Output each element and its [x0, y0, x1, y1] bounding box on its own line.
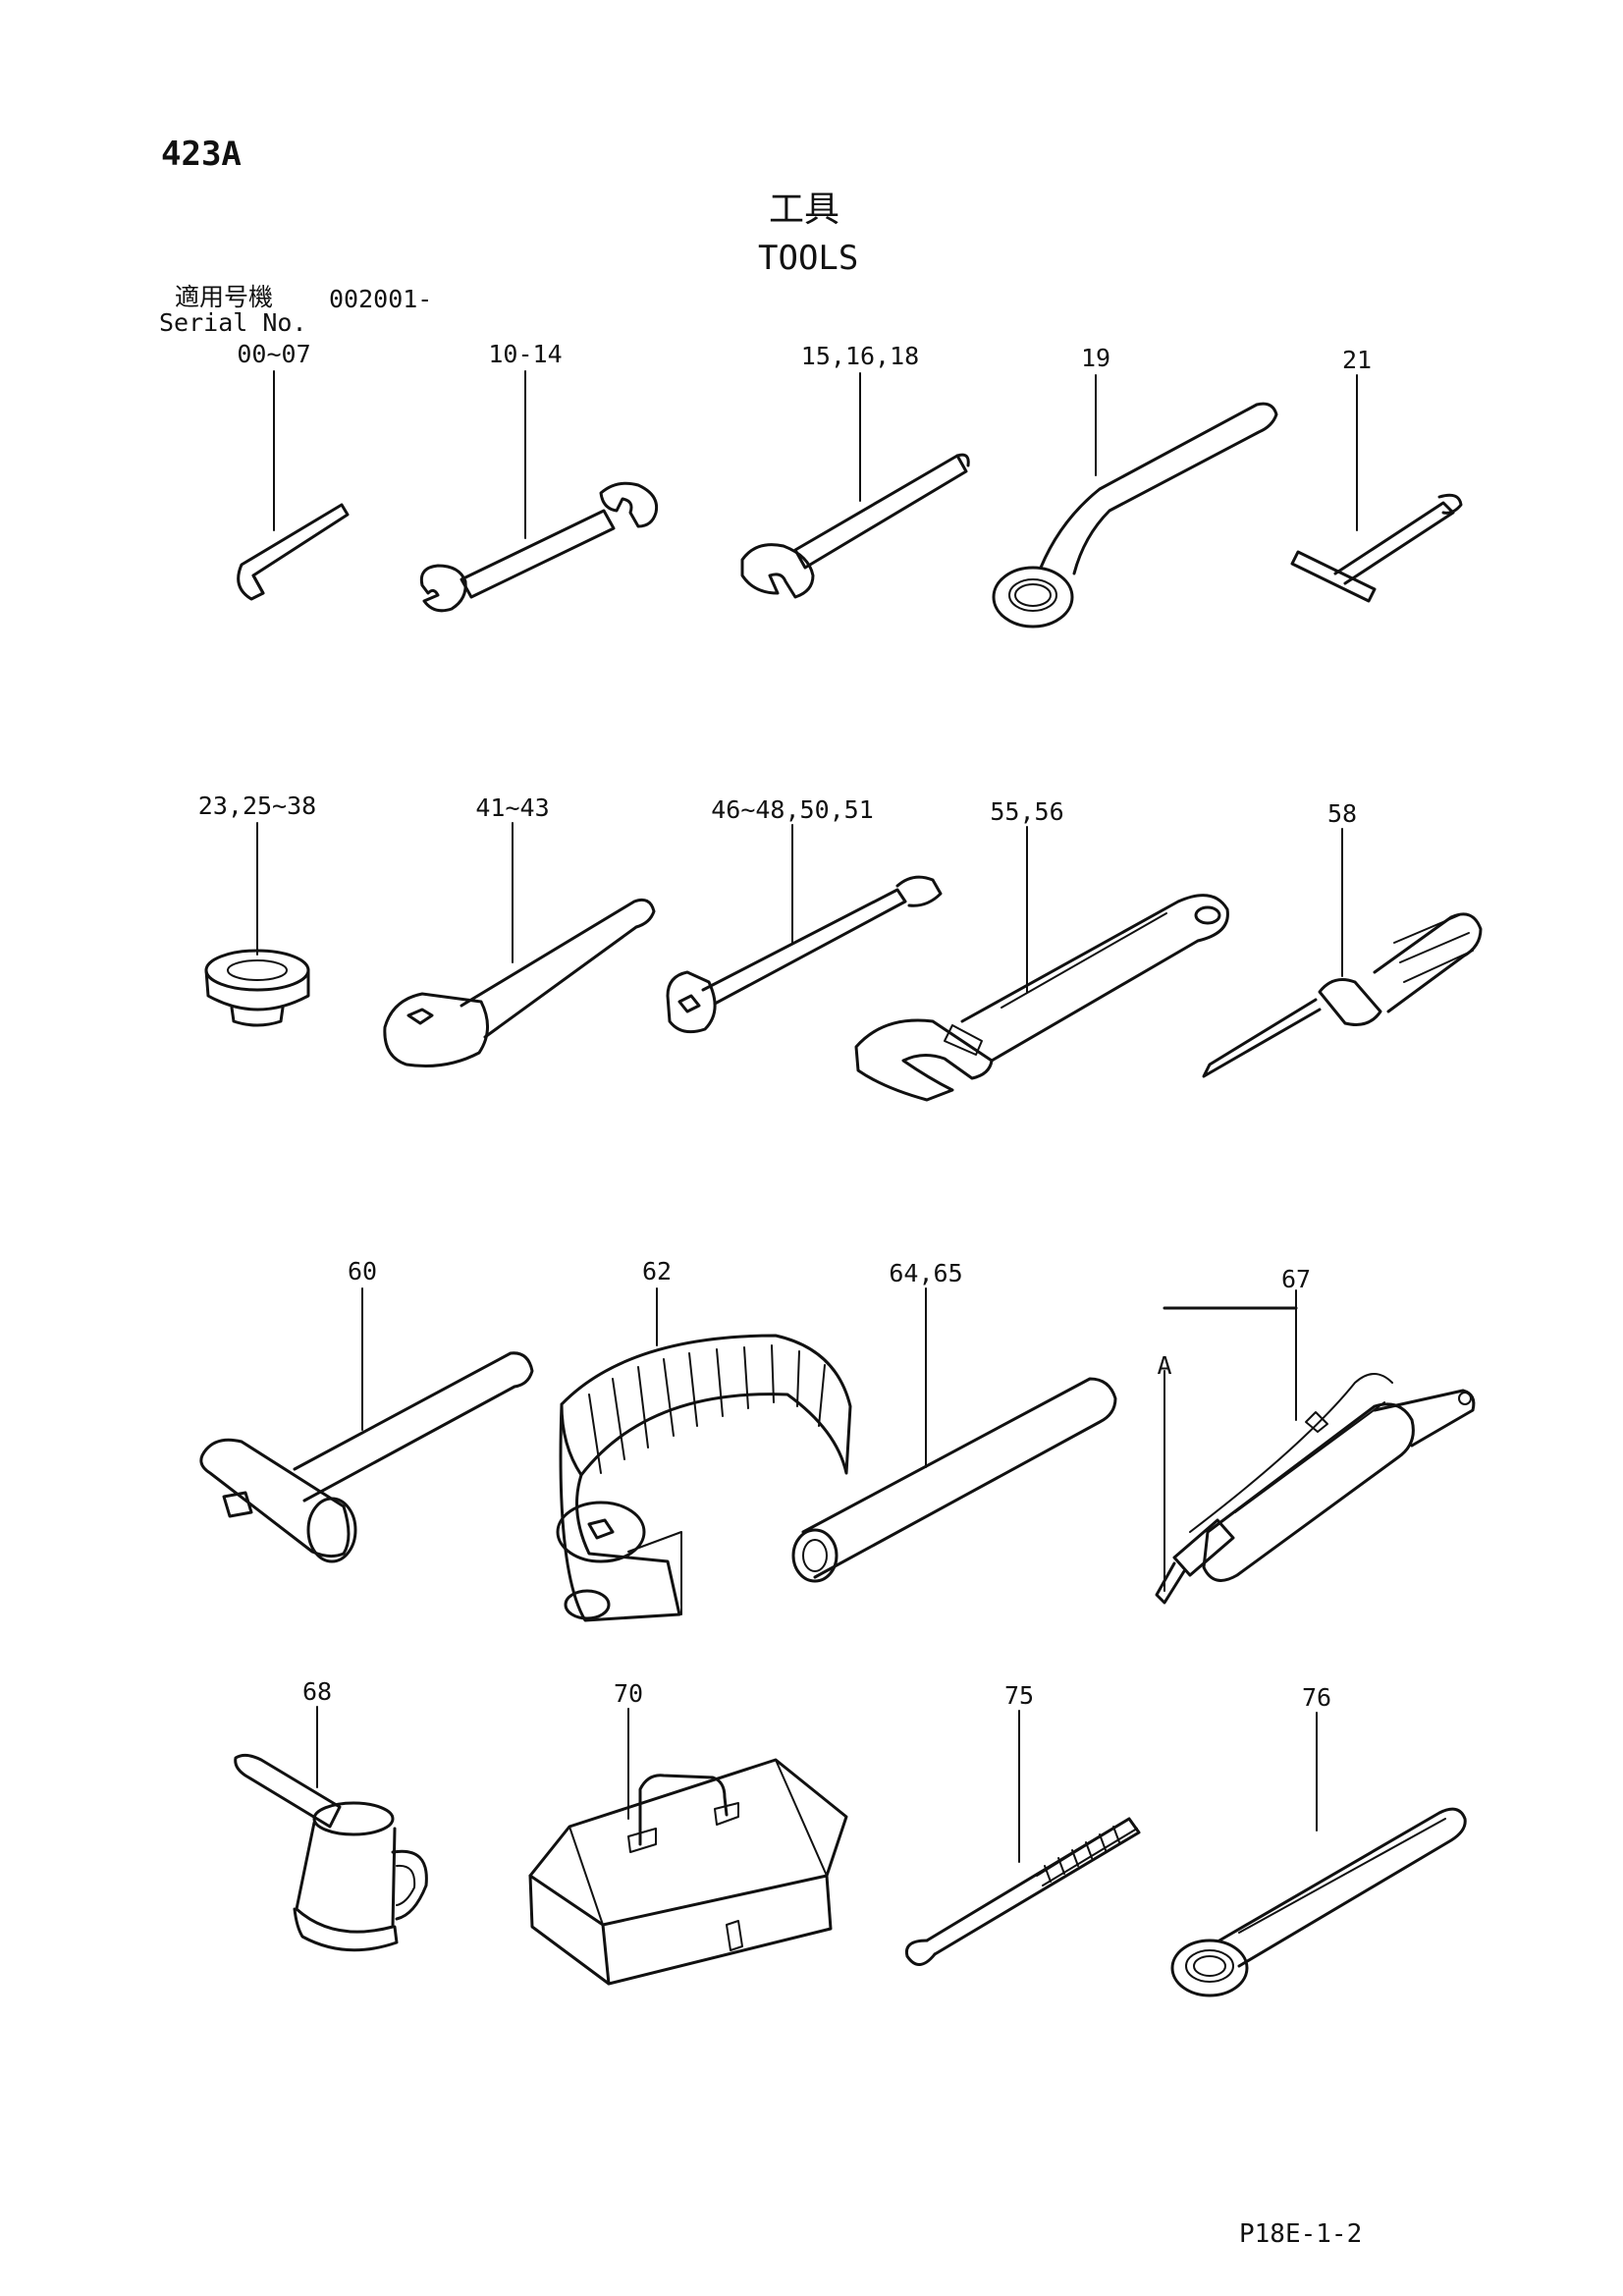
hex-key-drawing: [237, 370, 350, 601]
callout-label-hex-keys: 00~07: [237, 340, 311, 368]
ratchet-handle-drawing: [383, 822, 656, 1067]
callout-label-screwdriver: 58: [1326, 799, 1358, 828]
page-reference: P18E-1-2: [1239, 2219, 1363, 2249]
callout-label-oil-can: 68: [301, 1677, 333, 1706]
filter-band-wrench-drawing: [556, 1287, 852, 1622]
open-end-wrench-b-drawing: [740, 372, 970, 599]
oil-can-drawing: [234, 1706, 428, 1952]
socket-drawing: [204, 822, 310, 1027]
title-english: TOOLS: [758, 239, 859, 278]
callout-label-toolbox: 70: [613, 1679, 644, 1708]
extension-bar-drawing: [666, 824, 943, 1034]
toolbox-drawing: [528, 1708, 848, 1986]
serial-label-english: Serial No.: [159, 308, 307, 337]
screwdriver-drawing: [1202, 828, 1483, 1078]
callout-label-grease-gun-assembly: A: [1157, 1351, 1172, 1380]
callout-label-ratchet: 41~43: [475, 793, 550, 822]
callout-label-grease-gun: 67: [1280, 1265, 1312, 1293]
callout-label-t-handle: 21: [1341, 346, 1373, 374]
pipe-handle-drawing: [791, 1287, 1117, 1583]
callout-label-filter-wrench: 62: [641, 1257, 673, 1285]
callout-label-offset-ring-wrench: 19: [1080, 344, 1111, 372]
serial-label-japanese: 適用号機: [175, 283, 274, 311]
callout-label-ring-wrench: 76: [1301, 1683, 1332, 1712]
t-handle-wrench-drawing: [1290, 374, 1463, 603]
callout-label-pipe: 64,65: [889, 1259, 963, 1287]
l-rod-drawing: [904, 1710, 1141, 1966]
callout-label-extension-bar: 46~48,50,51: [711, 795, 874, 824]
hammer-drawing: [199, 1287, 534, 1563]
serial-number-value: 002001-: [329, 285, 433, 313]
adjustable-wrench-drawing: [854, 826, 1229, 1102]
grease-gun-drawing: [1155, 1289, 1476, 1605]
title-japanese: 工具: [769, 190, 840, 230]
callout-label-adjustable-wrench: 55,56: [990, 797, 1064, 826]
offset-ring-wrench-drawing: [992, 374, 1278, 629]
ring-wrench-drawing: [1170, 1712, 1467, 1997]
callout-label-sockets: 23,25~38: [197, 792, 317, 820]
plate-number: 423A: [161, 135, 242, 174]
callout-label-hammer: 60: [347, 1257, 378, 1285]
open-end-wrench-a-drawing: [419, 370, 659, 613]
callout-label-l-rod: 75: [1003, 1681, 1035, 1710]
callout-label-open-wrench-b: 15,16,18: [800, 342, 920, 370]
callout-label-open-wrench-a: 10-14: [488, 340, 563, 368]
